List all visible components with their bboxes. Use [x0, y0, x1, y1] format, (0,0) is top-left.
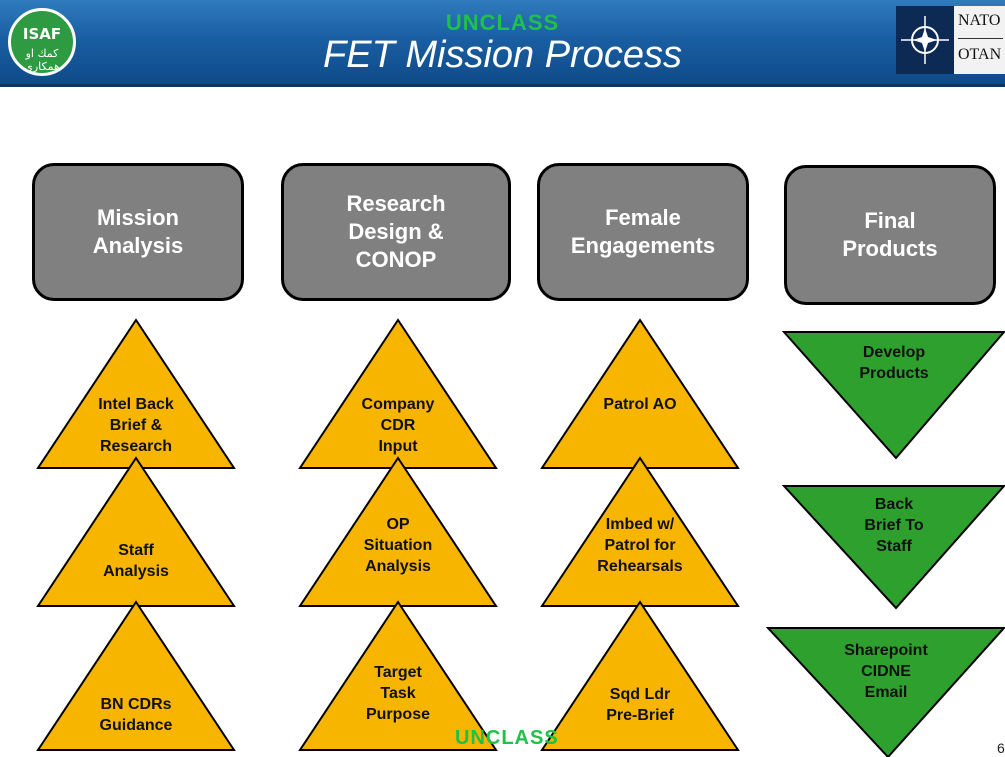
step-label-line: Purpose	[365, 706, 430, 723]
process-box-label: Female Engagements	[571, 204, 715, 260]
step-label-line: Target	[374, 664, 422, 681]
step-triangle-patrol-ao: Patrol AO	[540, 318, 740, 470]
process-box-label: Research Design & CONOP	[346, 190, 445, 274]
step-label-line: Situation	[363, 537, 433, 554]
step-label-line: Patrol AO	[603, 396, 677, 413]
step-label-line: Company	[361, 396, 435, 413]
header-divider	[0, 84, 1005, 87]
process-box-line: Final	[864, 208, 916, 233]
isaf-logo: ISAF كمك او همكاری	[8, 8, 76, 76]
step-triangle-imbed-patrol: Imbed w/ Patrol for Rehearsals	[540, 456, 740, 608]
triangle-down-shape	[781, 485, 1005, 610]
step-triangle-back-brief-staff: Back Brief To Staff	[781, 484, 1005, 636]
step-label-line: Sharepoint	[844, 642, 928, 659]
process-box-final-products: Final Products	[784, 165, 996, 305]
process-box-line: Female	[605, 205, 681, 230]
otan-text: OTAN	[958, 46, 1002, 63]
slide-title: FET Mission Process	[323, 34, 682, 76]
process-box-line: Products	[842, 236, 938, 261]
step-label-line: Patrol for	[604, 537, 676, 554]
process-box-research-design: Research Design & CONOP	[281, 163, 511, 301]
classification-bottom: UNCLASS	[455, 727, 559, 749]
step-label-line: CDR	[380, 417, 416, 434]
step-triangle-develop-products: Develop Products	[781, 330, 1005, 482]
step-label-line: Brief &	[109, 417, 163, 434]
step-label: Intel Back Brief & Research	[36, 394, 236, 457]
step-triangle-bn-cdrs-guidance: BN CDRs Guidance	[36, 600, 236, 752]
step-label-line: Products	[859, 365, 929, 382]
step-label-line: CIDNE	[861, 663, 911, 680]
step-triangle-staff-analysis: Staff Analysis	[36, 456, 236, 608]
triangle-down-shape	[765, 627, 1005, 757]
step-triangle-sharepoint-cidne-email: Sharepoint CIDNE Email	[765, 626, 1005, 757]
process-box-line: CONOP	[355, 247, 437, 272]
process-box-line: Mission	[97, 205, 179, 230]
nato-star-icon	[896, 6, 954, 74]
step-label: Target Task Purpose	[298, 662, 498, 725]
step-label: Imbed w/ Patrol for Rehearsals	[540, 514, 740, 577]
step-label-line: Back	[874, 496, 914, 513]
triangle-up-shape	[540, 600, 740, 751]
step-label-line: OP	[386, 516, 410, 533]
step-label-line: Input	[378, 438, 418, 455]
step-label: Sharepoint CIDNE Email	[768, 640, 1004, 703]
page-number: 6	[997, 740, 1005, 756]
isaf-logo-script: كمك او همكاری	[24, 47, 60, 73]
step-label-line: Analysis	[103, 563, 169, 580]
step-label-line: Research	[99, 438, 173, 455]
step-label-line: Brief To	[864, 517, 924, 534]
step-label: OP Situation Analysis	[298, 514, 498, 577]
isaf-logo-text: ISAF	[22, 25, 62, 43]
step-label-line: Analysis	[365, 558, 431, 575]
step-label: Staff Analysis	[36, 540, 236, 582]
process-box-line: Engagements	[570, 233, 716, 258]
process-box-mission-analysis: Mission Analysis	[32, 163, 244, 301]
step-label-line: Intel Back	[98, 396, 174, 413]
process-box-line: Design &	[348, 219, 444, 244]
step-label: Back Brief To Staff	[784, 494, 1004, 557]
step-label-line: Rehearsals	[597, 558, 683, 575]
process-box-female-engagements: Female Engagements	[537, 163, 749, 301]
triangle-up-shape	[298, 600, 498, 751]
step-label: BN CDRs Guidance	[36, 694, 236, 736]
nato-logo: NATO OTAN	[896, 6, 1005, 74]
step-label: Develop Products	[784, 342, 1004, 384]
step-triangle-company-cdr-input: Company CDR Input	[298, 318, 498, 470]
process-box-line: Analysis	[92, 233, 184, 258]
step-label: Company CDR Input	[298, 394, 498, 457]
step-label: Patrol AO	[540, 394, 740, 415]
step-label: Sqd Ldr Pre-Brief	[540, 684, 740, 726]
step-label-line: BN CDRs	[100, 696, 172, 713]
step-triangle-intel-back-brief: Intel Back Brief & Research	[36, 318, 236, 470]
step-triangle-sqd-ldr-prebrief: Sqd Ldr Pre-Brief	[540, 600, 740, 752]
step-label-line: Develop	[862, 344, 926, 361]
step-label-line: Pre-Brief	[606, 707, 674, 724]
header-banner: ISAF كمك او همكاری UNCLASS FET Mission P…	[0, 0, 1005, 84]
step-label-line: Task	[380, 685, 416, 702]
triangle-down-shape	[781, 331, 1005, 460]
step-label-line: Email	[864, 684, 908, 701]
classification-top: UNCLASS	[445, 10, 560, 35]
step-label-line: Staff	[876, 538, 912, 555]
step-label-line: Staff	[118, 542, 154, 559]
nato-text: NATO	[958, 12, 1001, 29]
step-triangle-target-task-purpose: Target Task Purpose	[298, 600, 498, 752]
step-triangle-op-situation-analysis: OP Situation Analysis	[298, 456, 498, 608]
nato-divider	[958, 38, 1003, 39]
process-box-line: Research	[346, 191, 446, 216]
process-box-label: Mission Analysis	[93, 204, 184, 260]
step-label-line: Sqd Ldr	[609, 686, 671, 703]
triangle-up-shape	[36, 456, 236, 607]
process-box-label: Final Products	[842, 207, 937, 263]
step-label-line: Guidance	[99, 717, 173, 734]
triangle-up-shape	[36, 600, 236, 751]
step-label-line: Imbed w/	[605, 516, 675, 533]
